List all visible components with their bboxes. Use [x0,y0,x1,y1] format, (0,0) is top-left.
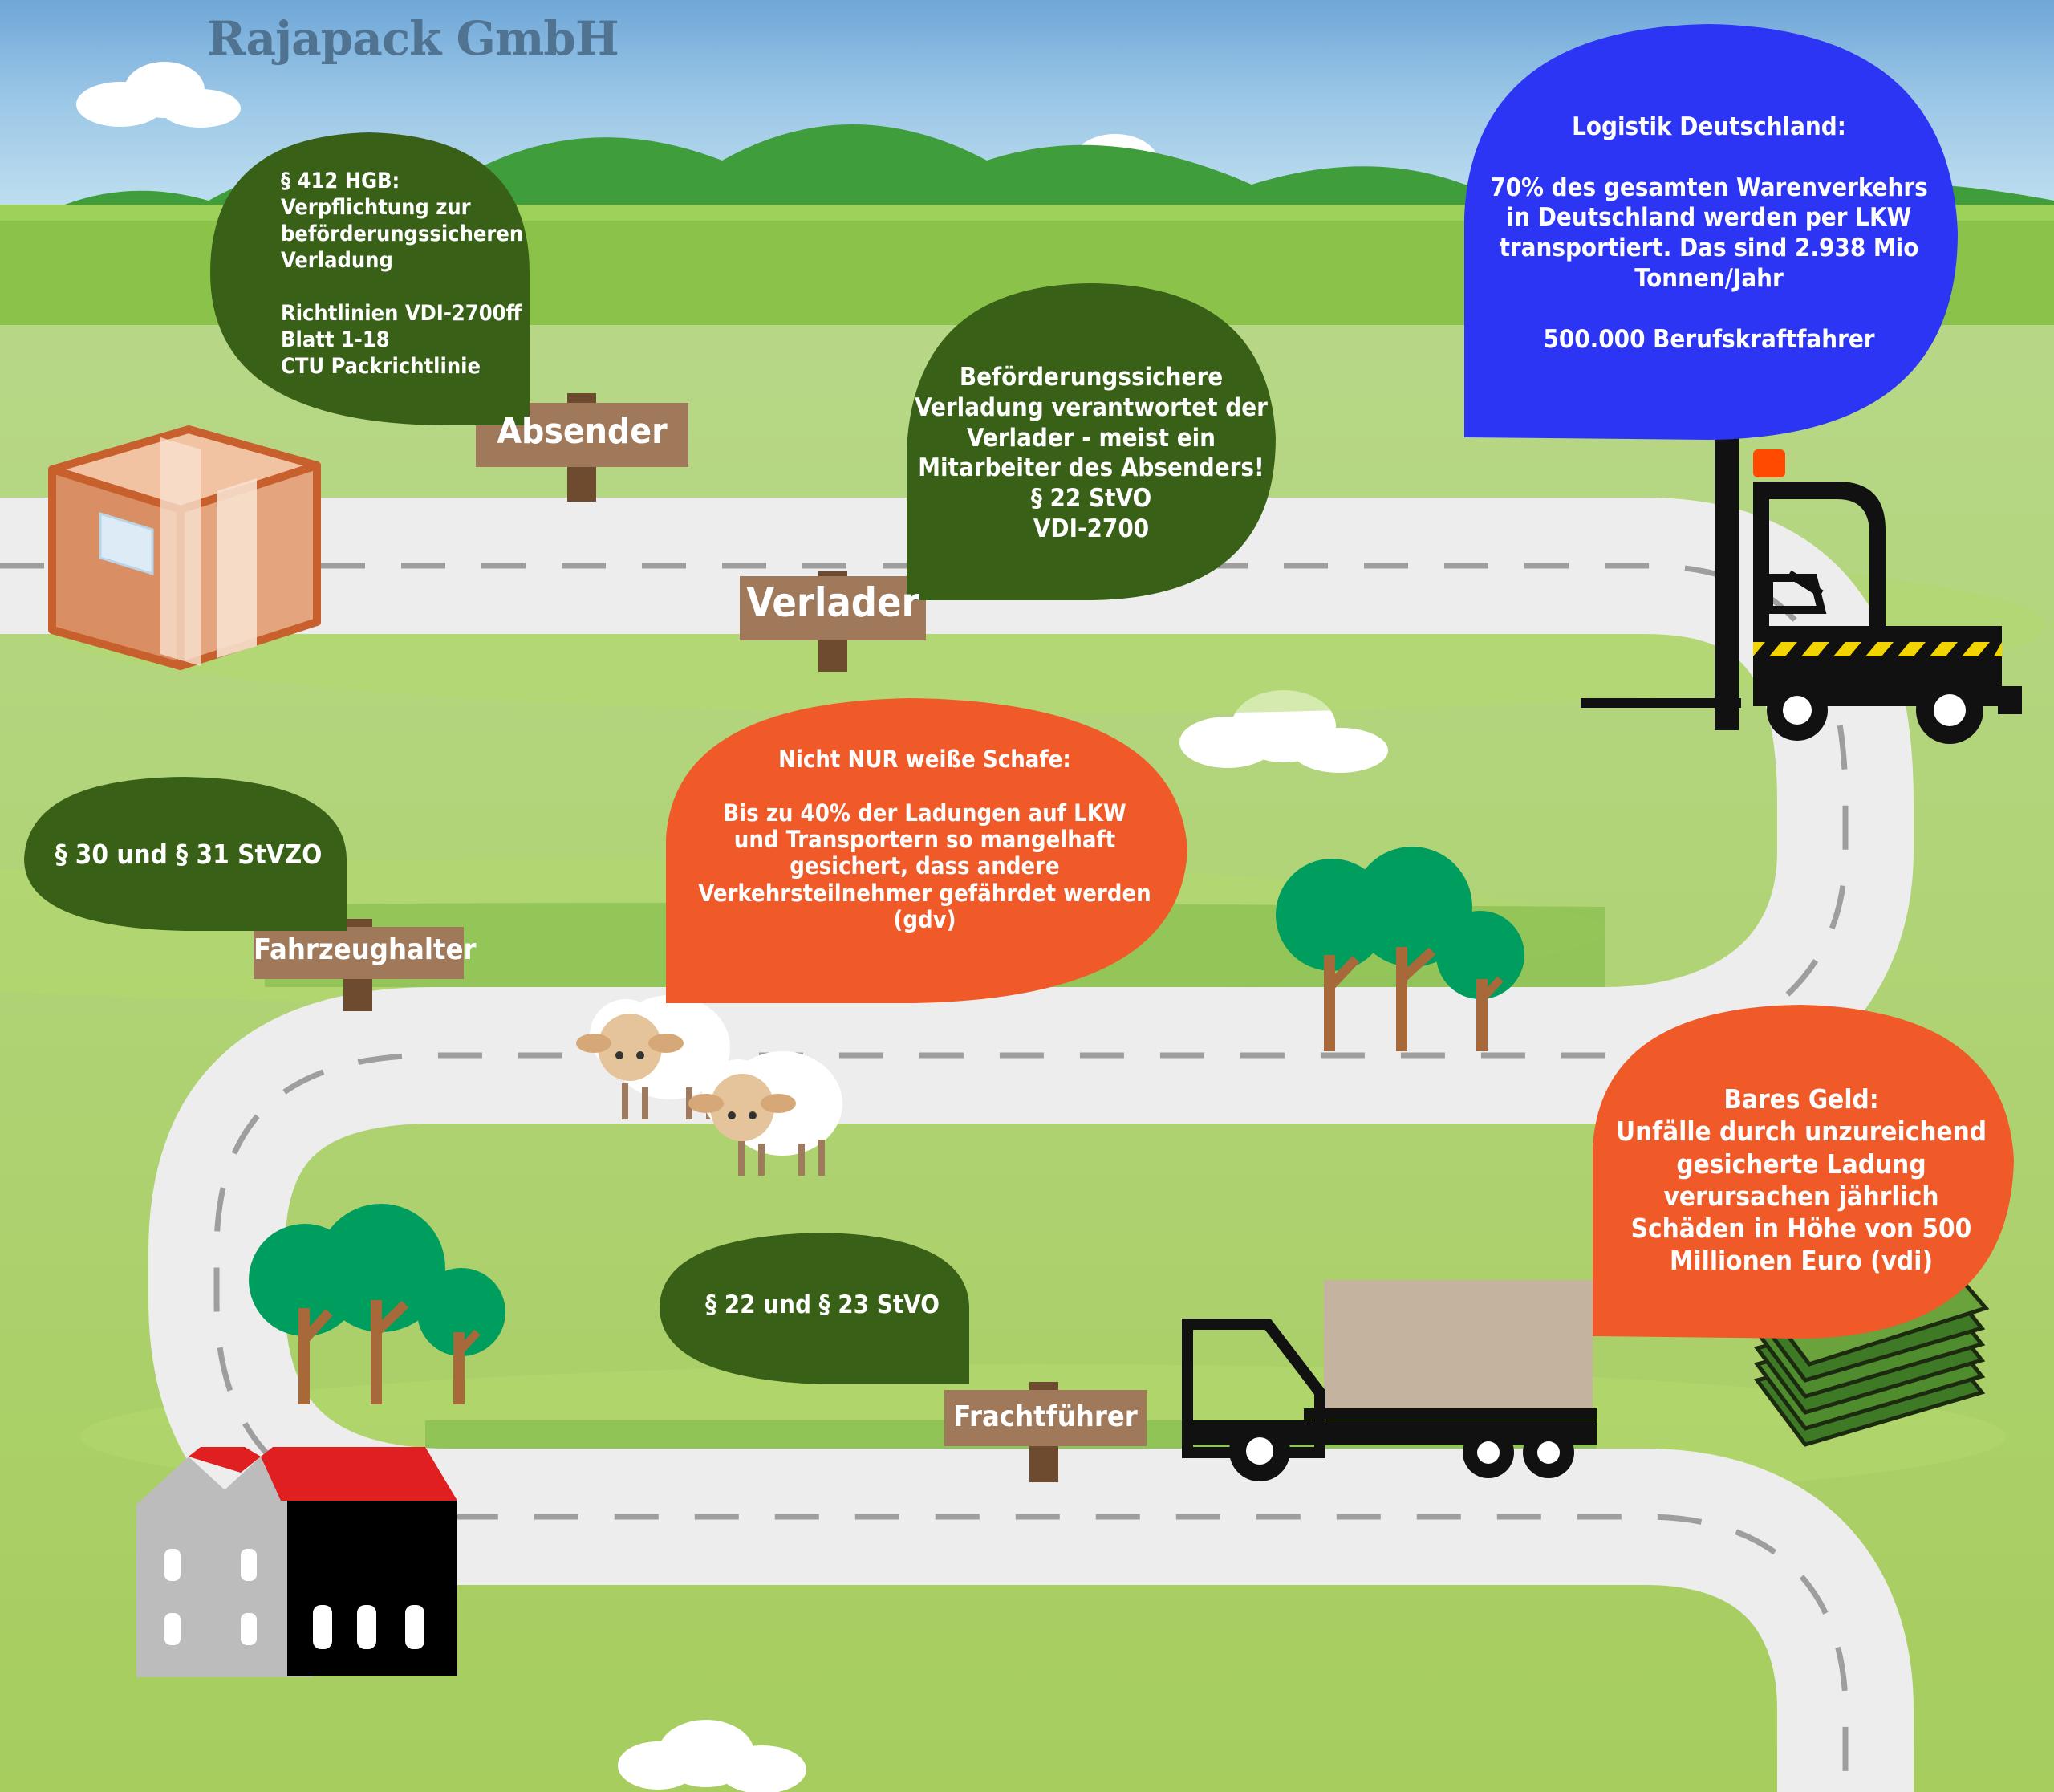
geld-info-text: Bares Geld: Unfälle durch unzureichend g… [1615,1083,1987,1277]
bubble-fahrzeughalter [24,777,347,931]
bubble-verlader [907,283,1276,600]
bubble-schafe [666,698,1187,1003]
schafe-info-text: Nicht NUR weiße Schafe: Bis zu 40% der L… [698,746,1151,934]
truck-icon [1182,1280,1597,1481]
brand-logo-text: Rajapack GmbH [207,11,619,66]
verlader-info-text: Beförderungssichere Verladung verantwort… [915,363,1268,544]
absender-info-text: § 412 HGB: Verpflichtung zur beförderung… [281,169,524,379]
fahrzeughalter-info-text: § 30 und § 31 StVZO [55,839,323,870]
cardboard-box-icon [48,425,321,670]
bubble-frachtfuehrer [660,1233,969,1384]
sign-absender: Absender [497,411,668,452]
bubble-logistik [1464,24,1958,440]
cloud-icon [76,62,241,128]
sign-frachtfuehrer: Frachtführer [953,1400,1138,1433]
house-icon [136,1447,457,1677]
logistik-info-text: Logistik Deutschland: 70% des gesamten W… [1490,112,1928,354]
forklift-icon [1581,409,2022,744]
signpost [740,571,926,672]
frachtfuehrer-info-text: § 22 und § 23 StVO [705,1290,940,1319]
signpost [254,919,464,1011]
tree-icon [1276,847,1524,1051]
signpost [944,1382,1147,1482]
sign-fahrzeughalter: Fahrzeughalter [254,933,477,966]
sheep-icon [688,1051,842,1176]
bubble-absender [210,132,530,425]
sign-verlader: Verlader [746,579,919,626]
sheep-icon [576,995,730,1119]
cloud-icon [618,1720,806,1792]
tree-icon [249,1204,505,1404]
signpost [476,393,688,502]
bubble-geld [1593,1005,2014,1339]
road [0,498,1914,1792]
